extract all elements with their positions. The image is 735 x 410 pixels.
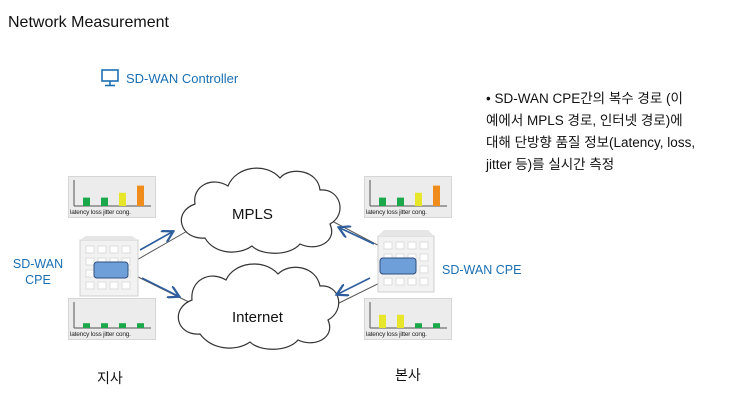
metric-bar <box>397 314 404 328</box>
left-cpe-label-line: SD-WAN <box>12 257 64 271</box>
metric-bar <box>433 185 440 206</box>
metric-chart-left-bottom: latency loss jitter cong. <box>68 298 156 340</box>
description-line: jitter 등)를 실시간 측정 <box>486 157 615 172</box>
metric-bar <box>415 323 422 328</box>
internet-cloud <box>177 263 340 350</box>
metric-caption: latency loss jitter cong. <box>70 209 131 216</box>
metric-bar <box>101 323 108 328</box>
metric-bar <box>415 192 422 206</box>
metric-bar <box>433 323 440 328</box>
metric-chart-right-bottom: latency loss jitter cong. <box>364 298 452 340</box>
arrow-right-to-mpls <box>340 228 375 245</box>
metric-bar <box>119 323 126 328</box>
left-cpe-label-line: CPE <box>25 273 51 287</box>
description-line: • SD-WAN CPE간의 복수 경로 (이 <box>486 91 683 106</box>
left-cpe-device <box>93 261 129 279</box>
page-title: Network Measurement <box>8 14 169 31</box>
hq-site-label: 본사 <box>395 367 421 383</box>
metric-bar <box>137 185 144 206</box>
metric-bar <box>137 323 144 328</box>
metric-bar <box>83 197 90 206</box>
description-line: 예에서 MPLS 경로, 인터넷 경로)에 <box>486 113 683 128</box>
arrow-left-to-mpls <box>139 232 172 251</box>
internet-label: Internet <box>232 309 283 326</box>
controller-label: SD-WAN Controller <box>126 70 239 86</box>
left-cpe-label: SD-WAN CPE <box>8 256 68 288</box>
metric-caption: latency loss jitter cong. <box>366 331 427 338</box>
right-cpe-label: SD-WAN CPE <box>442 263 522 277</box>
description-line: 대해 단방향 품질 정보(Latency, loss, <box>486 135 696 150</box>
mpls-label: MPLS <box>232 206 273 223</box>
metric-chart-right-top: latency loss jitter cong. <box>364 176 452 218</box>
description: • SD-WAN CPE간의 복수 경로 (이 예에서 MPLS 경로, 인터넷… <box>486 88 726 176</box>
mpls-cloud <box>180 167 341 254</box>
metric-bar <box>379 197 386 206</box>
branch-site-label: 지사 <box>97 370 123 386</box>
metric-bar <box>379 314 386 328</box>
metric-bar <box>397 197 404 206</box>
measurement-arrows <box>139 228 375 296</box>
metric-caption: latency loss jitter cong. <box>366 209 427 216</box>
metric-bar <box>119 192 126 206</box>
arrow-right-to-internet <box>338 277 371 294</box>
arrow-left-to-internet <box>141 277 178 296</box>
monitor-icon <box>101 69 119 87</box>
metric-caption: latency loss jitter cong. <box>70 331 131 338</box>
metric-chart-left-top: latency loss jitter cong. <box>68 176 156 218</box>
metric-bar <box>83 323 90 328</box>
sd-wan-controller: SD-WAN Controller <box>100 68 238 88</box>
right-cpe-device <box>379 257 417 275</box>
metric-bar <box>101 197 108 206</box>
